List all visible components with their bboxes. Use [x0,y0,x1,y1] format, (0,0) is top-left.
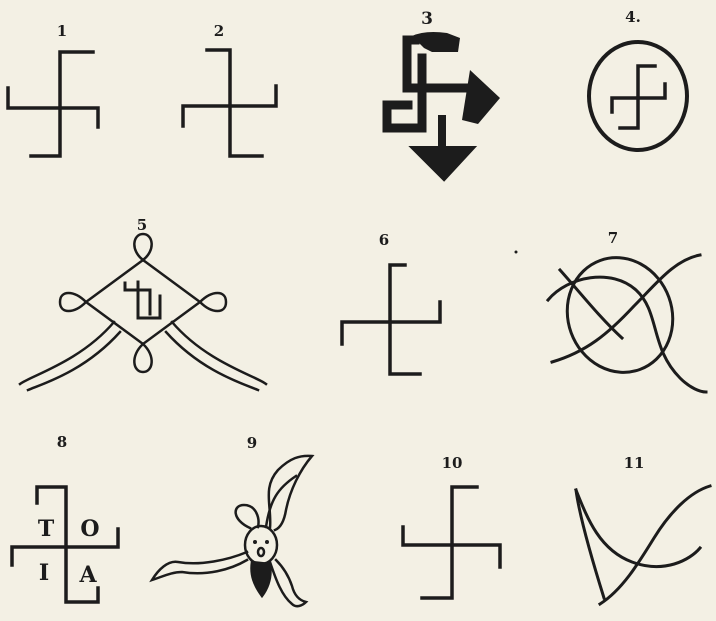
figure-10: 10 [403,454,500,598]
ornate-swastika-icon [387,32,500,176]
figure-1: 1 [8,22,98,156]
figure-3-number: 3 [421,9,433,29]
figure-8: 8 T O I A [12,433,118,602]
figure-11: 11 [576,454,710,604]
figure-9: 9 [152,434,312,606]
swastika-icon [403,487,500,598]
letter-o: O [80,516,99,542]
figure-9-number: 9 [247,434,257,452]
figure-7: 7 [548,229,706,392]
figure-2: 2 [183,22,276,156]
figure-11-number: 11 [624,454,645,472]
figure-4-number: 4. [625,8,641,26]
figure-7-number: 7 [608,229,618,247]
figure-2-number: 2 [214,22,224,40]
figure-6-number: 6 [379,231,389,249]
triskele-figure-icon [152,456,312,606]
figure-5: 5 [20,216,266,390]
curved-swastika-icon [576,486,710,604]
ink-dot [515,251,518,254]
letter-i: I [39,560,49,586]
figure-4: 4. [589,8,687,150]
looped-diamond-swastika-icon [20,234,266,390]
figure-10-number: 10 [442,454,463,472]
swastika-icon [8,52,98,156]
figure-5-number: 5 [137,216,147,234]
swastika-icon [12,487,118,602]
letter-t: T [38,516,55,542]
swastika-icon [342,265,440,374]
swastika-icon [612,66,665,128]
figure-3: 3 [387,9,500,176]
letter-a: A [78,562,97,588]
figure-1-number: 1 [57,22,67,40]
spiral-circle-icon [548,243,706,392]
figure-6: 6 [342,231,518,374]
swastika-icon [183,50,276,156]
figure-8-number: 8 [57,433,67,451]
